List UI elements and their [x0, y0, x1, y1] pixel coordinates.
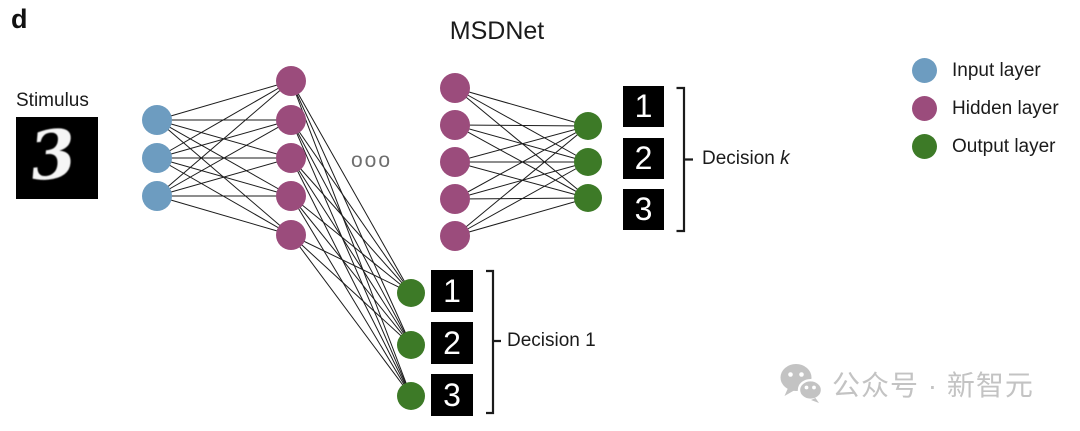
network-edges	[156, 80, 589, 397]
decision-1-label: Decision 1	[507, 330, 596, 351]
hidden-layer-1-node	[276, 220, 306, 250]
hidden-layers-ellipsis: ooo	[351, 149, 393, 172]
hidden-layer-1-node	[276, 105, 306, 135]
decision-k-label-text: Decision	[702, 148, 781, 169]
network-nodes	[142, 66, 602, 410]
decision-1-bracket	[486, 269, 501, 415]
output-layer-k-node	[574, 148, 602, 176]
output-layer-k-node	[574, 112, 602, 140]
hidden-layer-2-node	[440, 221, 470, 251]
watermark-text: 公众号 · 新智元	[832, 369, 1034, 401]
input-layer-node	[142, 143, 172, 173]
panel-label: d	[11, 4, 28, 34]
stimulus-label: Stimulus	[16, 90, 89, 111]
hidden-layer-2-node	[440, 73, 470, 103]
legend-item-input-layer: Input layer	[912, 58, 1059, 83]
hidden-layer-1-node	[276, 143, 306, 173]
legend-label: Output layer	[952, 135, 1056, 157]
legend-item-output-layer: Output layer	[912, 134, 1059, 159]
hidden-layer-2-node	[440, 184, 470, 214]
decision-k-class-box-3: 3	[623, 189, 664, 230]
figure-title: MSDNet	[449, 17, 545, 45]
output-layer-k-node	[574, 184, 602, 212]
stimulus-image: 3	[16, 117, 98, 199]
legend-item-hidden-layer: Hidden layer	[912, 96, 1059, 121]
watermark: 公众号 · 新智元	[779, 363, 1034, 404]
hidden-layer-2-node	[440, 110, 470, 140]
decision-1-class-box-2: 2	[431, 322, 473, 364]
decision-k-class-box-1: 1	[623, 86, 664, 127]
legend-label: Input layer	[952, 59, 1041, 81]
stimulus-digit: 3	[26, 117, 80, 197]
hidden-layer-1-node	[276, 66, 306, 96]
legend-label: Hidden layer	[952, 97, 1059, 119]
decision-k-class-box-2: 2	[623, 138, 664, 179]
wechat-icon	[780, 364, 823, 403]
output-layer-swatch-icon	[912, 134, 937, 159]
decision-1-class-box-3: 3	[431, 374, 473, 416]
hidden-layer-swatch-icon	[912, 96, 937, 121]
decision-1-class-box-1: 1	[431, 270, 473, 312]
legend: Input layer Hidden layer Output layer	[912, 58, 1059, 172]
output-layer-1-node	[397, 382, 425, 410]
hidden-layer-1-node	[276, 181, 306, 211]
decision-k-label: Decision k	[702, 148, 790, 170]
input-layer-swatch-icon	[912, 58, 937, 83]
input-layer-node	[142, 181, 172, 211]
decision-k-label-variable: k	[780, 148, 790, 169]
decision-k-bracket	[676, 86, 693, 233]
output-layer-1-node	[397, 331, 425, 359]
output-layer-1-node	[397, 279, 425, 307]
input-layer-node	[142, 105, 172, 135]
hidden-layer-2-node	[440, 147, 470, 177]
